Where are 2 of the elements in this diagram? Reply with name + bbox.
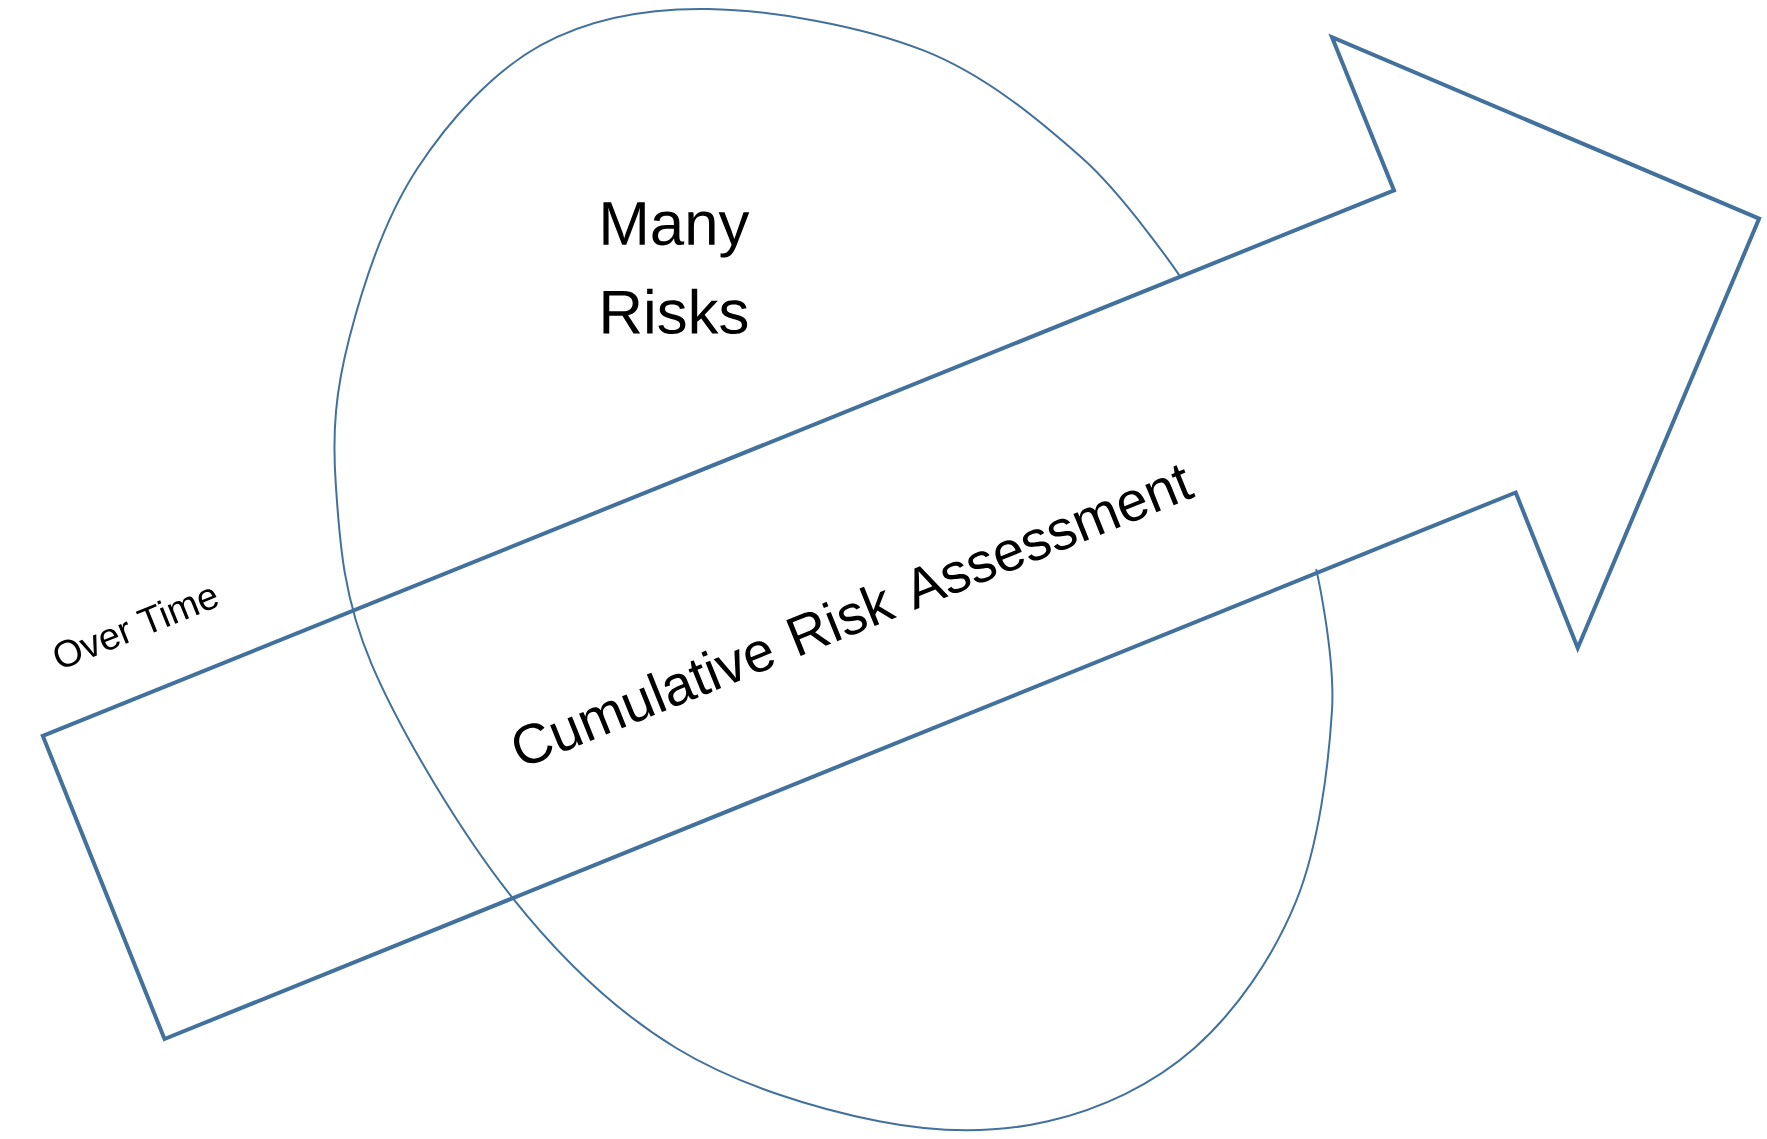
side-label: Over Time xyxy=(54,589,218,667)
text-label: Many Risks xyxy=(603,202,750,335)
